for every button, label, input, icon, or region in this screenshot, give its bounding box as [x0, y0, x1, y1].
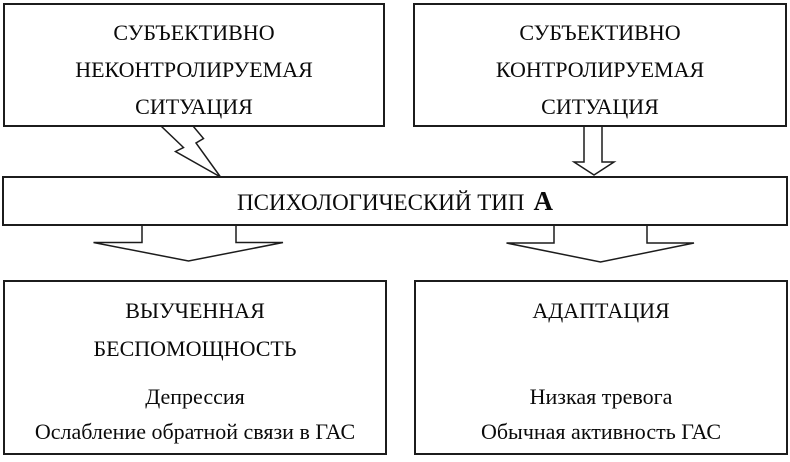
- center-box-line: ПСИХОЛОГИЧЕСКИЙ ТИП А: [237, 186, 553, 217]
- center-box-label: ПСИХОЛОГИЧЕСКИЙ ТИП: [237, 189, 525, 215]
- box-learned-helplessness: ВЫУЧЕННАЯ БЕСПОМОЩНОСТЬ Депрессия Ослабл…: [3, 280, 387, 455]
- box-body-line: Депрессия: [145, 384, 245, 409]
- box-body: Низкая тревога Обычная активность ГАС: [416, 379, 786, 449]
- lightning-zigzag-arrow: [160, 125, 222, 178]
- box-title-line: ВЫУЧЕННАЯ: [125, 298, 265, 323]
- box-title: ВЫУЧЕННАЯ БЕСПОМОЩНОСТЬ: [5, 292, 385, 368]
- box-title-line: БЕСПОМОЩНОСТЬ: [93, 336, 297, 361]
- box-body: Депрессия Ослабление обратной связи в ГА…: [5, 379, 385, 449]
- box-psychological-type-a: ПСИХОЛОГИЧЕСКИЙ ТИП А: [2, 176, 788, 226]
- box-title: АДАПТАЦИЯ: [416, 292, 786, 368]
- box-line: СУБЪЕКТИВНО: [519, 20, 681, 45]
- center-box-type-letter: А: [533, 185, 554, 216]
- box-adaptation: АДАПТАЦИЯ Низкая тревога Обычная активно…: [414, 280, 788, 455]
- block-down-arrow: [571, 126, 617, 176]
- box-subjectively-uncontrollable-situation: СУБЪЕКТИВНО НЕКОНТРОЛИРУЕМАЯ СИТУАЦИЯ: [3, 3, 385, 127]
- box-body-line: Низкая тревога: [529, 384, 673, 409]
- box-subjectively-controllable-situation: СУБЪЕКТИВНО КОНТРОЛИРУЕМАЯ СИТУАЦИЯ: [413, 3, 787, 127]
- box-body-line: Обычная активность ГАС: [480, 419, 722, 444]
- box-line: КОНТРОЛИРУЕМАЯ: [495, 57, 705, 82]
- wide-down-arrow-left: [93, 225, 284, 262]
- box-body-line: Ослабление обратной связи в ГАС: [34, 419, 356, 444]
- box-line: СИТУАЦИЯ: [135, 94, 253, 119]
- box-line: СУБЪЕКТИВНО: [113, 20, 275, 45]
- box-line: СИТУАЦИЯ: [541, 94, 659, 119]
- box-title-line: АДАПТАЦИЯ: [532, 298, 670, 323]
- wide-down-arrow-right: [506, 225, 695, 263]
- box-line: НЕКОНТРОЛИРУЕМАЯ: [75, 57, 313, 82]
